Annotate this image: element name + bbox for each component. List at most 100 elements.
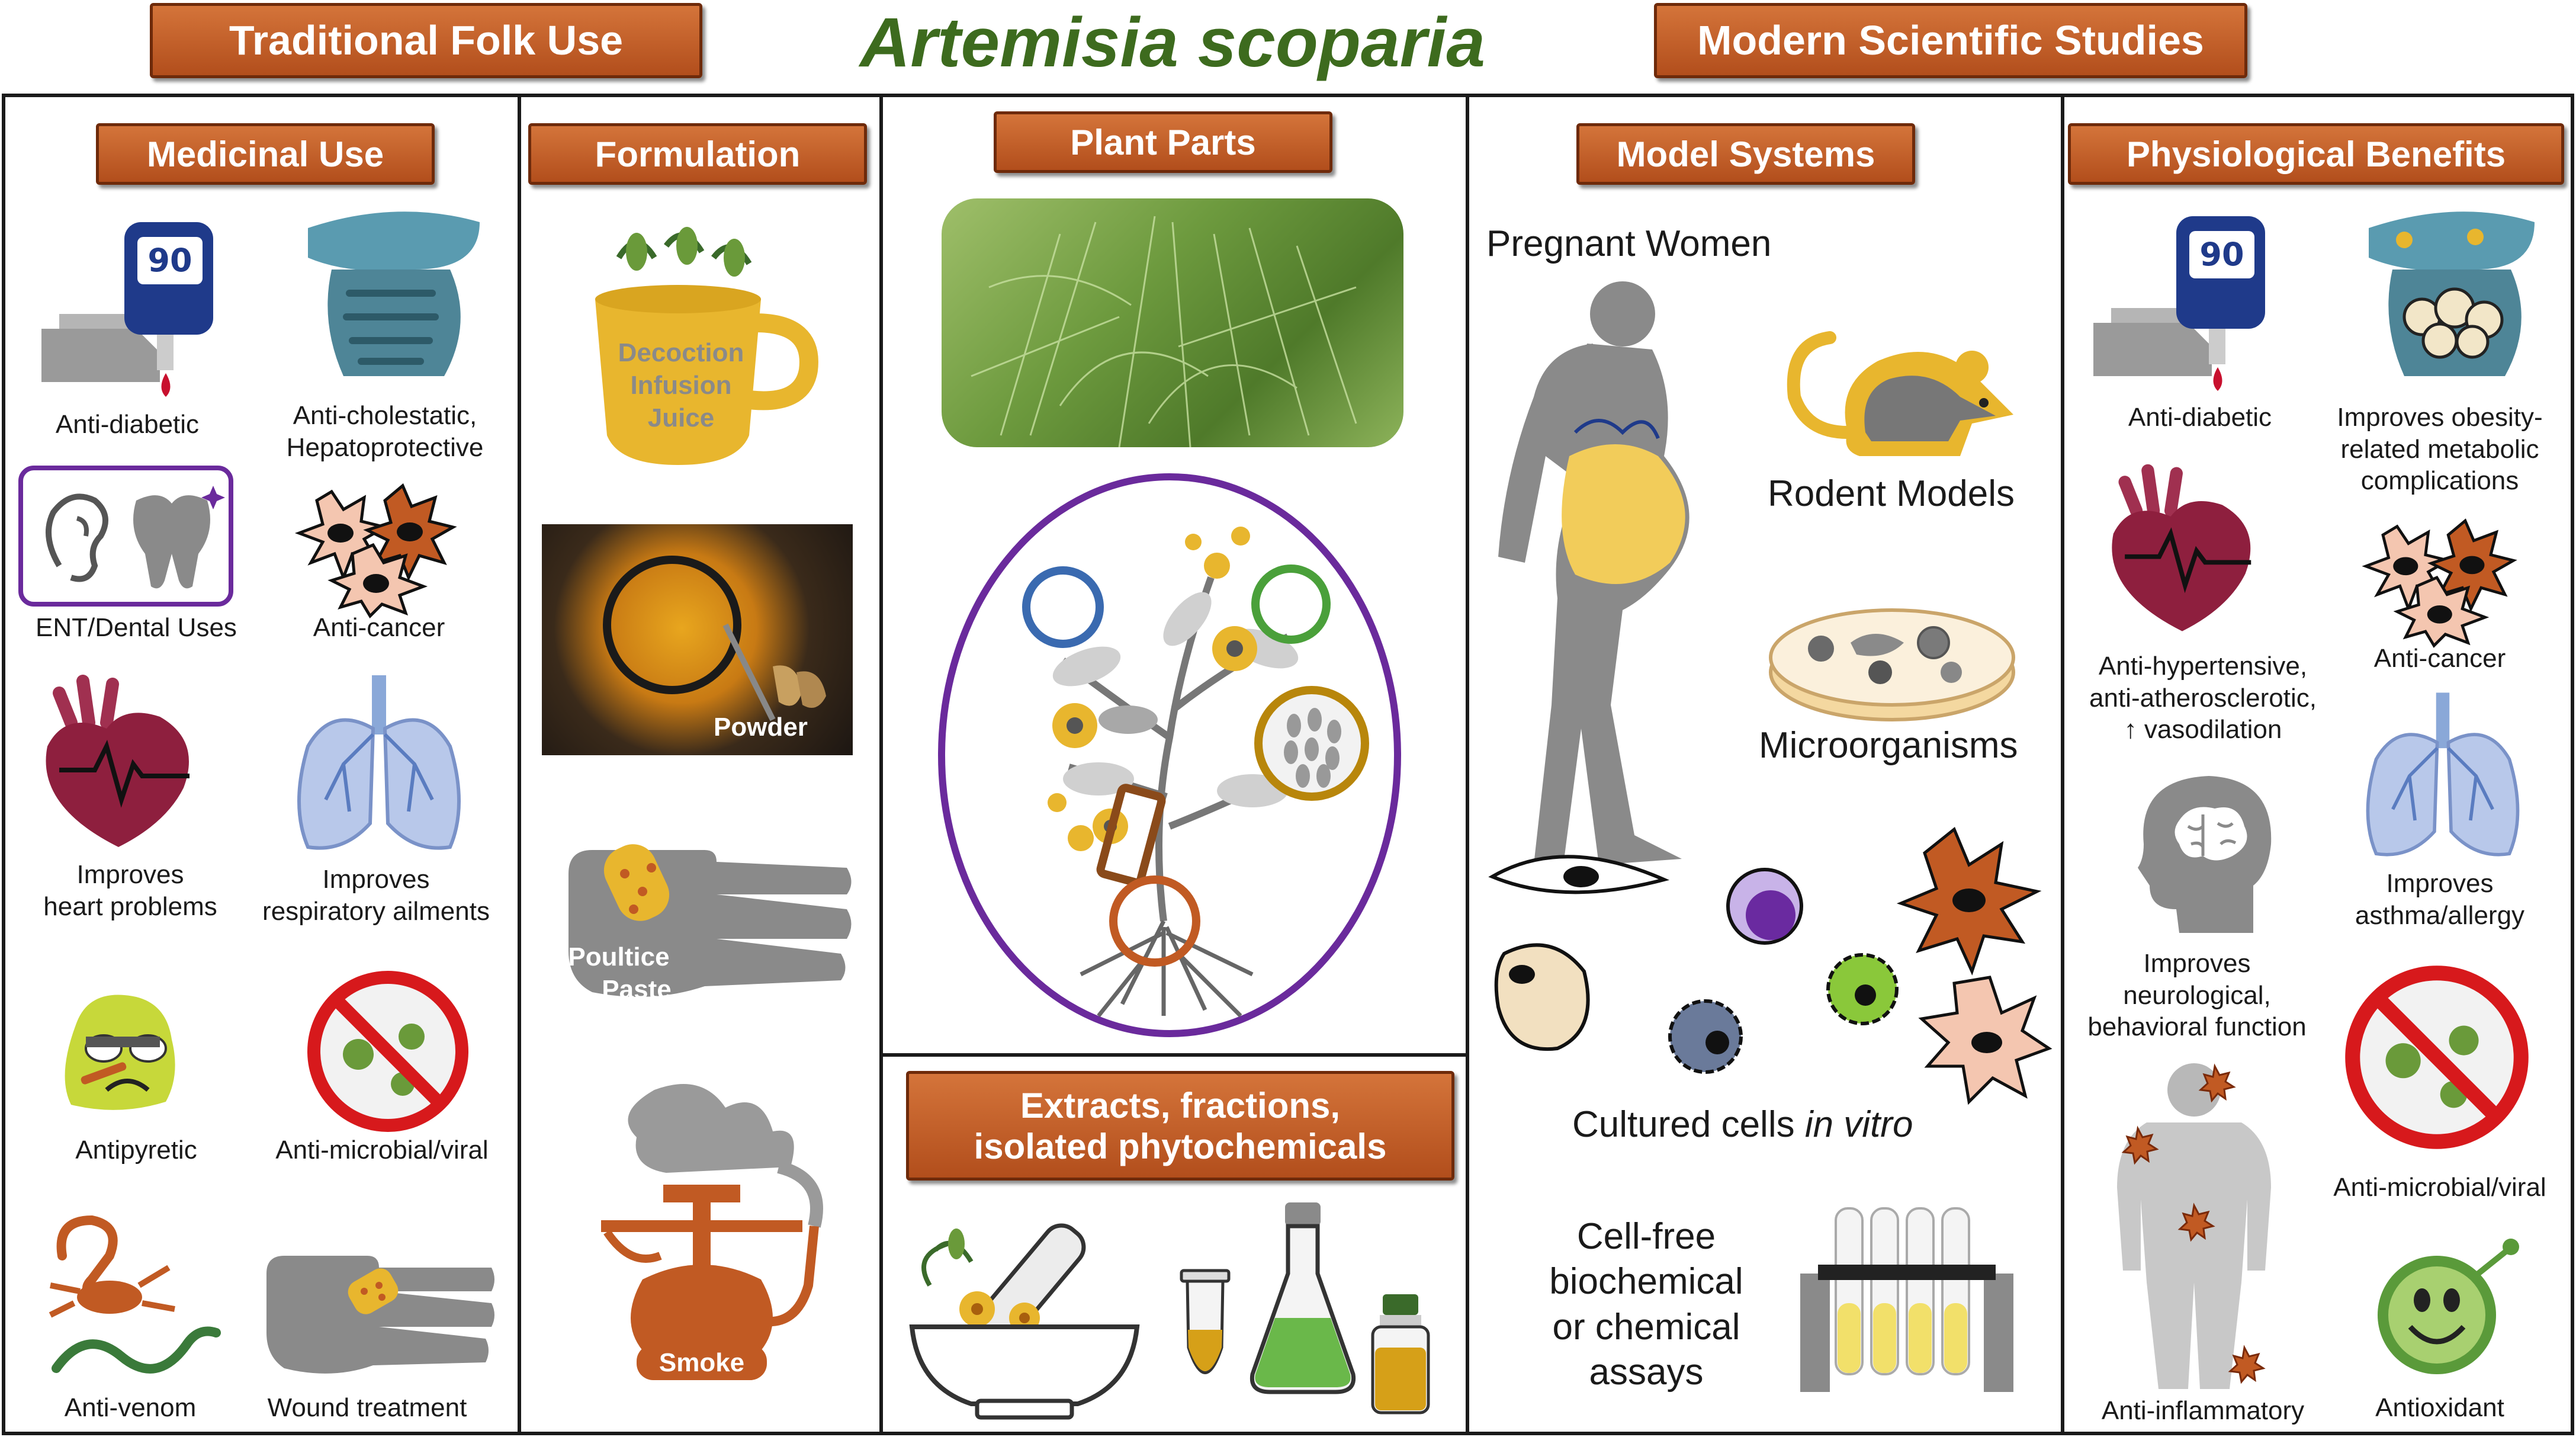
rodent-icon <box>1787 331 2013 456</box>
label-heart-line2: heart problems <box>43 891 217 921</box>
label-microorganisms: Microorganisms <box>1759 725 2018 766</box>
label-anti-diabetic: Anti-diabetic <box>55 410 200 439</box>
label-ent-dental: ENT/Dental Uses <box>36 613 237 642</box>
cancer-cells-icon <box>294 483 457 619</box>
banner-modern-scientific-studies: Modern Scientific Studies <box>1654 3 2247 78</box>
mortar-pestle-icon <box>909 1223 1140 1420</box>
label-heart-line1: Improves <box>76 860 184 889</box>
label-benefit-antioxidant: Antioxidant <box>2375 1393 2504 1422</box>
hyper-line2: anti-atherosclerotic, <box>2089 683 2317 713</box>
section-header-plant-parts: Plant Parts <box>994 111 1332 173</box>
cup-text-decoction: Decoction <box>618 338 744 367</box>
obesity-line3: complications <box>2360 466 2519 496</box>
cup-icon: Decoction Infusion Juice <box>595 227 818 465</box>
bottle-icon <box>1371 1294 1430 1414</box>
poultice-text: Poultice <box>568 942 669 971</box>
asthma-line2: asthma/allergy <box>2355 900 2525 930</box>
label-anti-cholestatic: Anti-cholestatic, Hepatoprotective <box>266 400 503 463</box>
benefit-cancer-cells-icon <box>2362 518 2517 648</box>
cultured-italic: in vitro <box>1804 1104 1913 1145</box>
smoke-text: Smoke <box>659 1348 744 1377</box>
label-cultured-cells: Cultured cells in vitro <box>1572 1102 1913 1148</box>
no-microbes-icon <box>307 971 468 1132</box>
label-benefit-hypertensive: Anti-hypertensive, anti-atherosclerotic,… <box>2079 650 2327 746</box>
sick-face-icon <box>65 995 175 1110</box>
label-benefit-neuro: Improves neurological, behavioral functi… <box>2073 948 2321 1043</box>
label-improves-respiratory: Improves respiratory ailments <box>249 864 503 927</box>
label-benefit-anti-cancer: Anti-cancer <box>2373 644 2506 673</box>
neuro-line3: behavioral function <box>2087 1012 2307 1042</box>
page-title: Artemisia scoparia <box>860 4 1485 82</box>
benefit-glucometer-icon: 90 <box>2093 216 2265 391</box>
plant-parts-diagram <box>938 473 1401 1037</box>
hyper-line3: ↑ vasodilation <box>2124 715 2282 745</box>
plant-photo <box>942 198 1403 447</box>
cellfree-line3: or chemical <box>1552 1306 1740 1348</box>
label-wound-treatment: Wound treatment <box>267 1393 467 1422</box>
hand-wound-icon <box>266 1256 494 1374</box>
label-anti-venom: Anti-venom <box>64 1393 197 1422</box>
scorpion-snake-icon <box>49 1215 221 1374</box>
benefit-obesity-icon <box>2369 211 2535 376</box>
antioxidant-icon <box>2378 1239 2519 1374</box>
label-improves-heart: Improves heart problems <box>12 859 249 922</box>
hookah-smoke-icon: Smoke <box>601 1084 823 1380</box>
liver-intestine-icon <box>308 211 480 376</box>
label-resp-line2: respiratory ailments <box>262 896 490 926</box>
benefit-no-microbes-icon <box>2345 966 2529 1149</box>
section-header-physiological-benefits: Physiological Benefits <box>2068 123 2564 185</box>
cultured-cells-icon <box>1488 826 2053 1105</box>
paste-text: Paste <box>602 975 671 1004</box>
label-pregnant-women: Pregnant Women <box>1486 223 1772 264</box>
obesity-line2: related metabolic <box>2340 434 2539 464</box>
label-rodent-models: Rodent Models <box>1768 473 2015 514</box>
section-header-medicinal-use: Medicinal Use <box>96 123 435 185</box>
hyper-line1: Anti-hypertensive, <box>2098 652 2308 681</box>
benefit-heart-icon <box>2112 464 2251 631</box>
glucometer-icon: 90 <box>41 222 213 397</box>
hand-poultice-icon: Poultice Paste <box>568 844 852 1004</box>
neuro-line1: Improves <box>2143 949 2251 978</box>
label-benefit-anti-microbial: Anti-microbial/viral <box>2333 1173 2546 1202</box>
petri-dish-icon <box>1769 608 2015 721</box>
ear-tooth-icon <box>18 466 233 607</box>
cup-text-infusion: Infusion <box>630 371 731 400</box>
pregnant-woman-icon <box>1498 281 1690 865</box>
label-benefit-asthma: Improves asthma/allergy <box>2321 868 2558 931</box>
label-cell-free: Cell-free biochemical or chemical assays <box>1528 1214 1765 1395</box>
label-benefit-anti-diabetic: Anti-diabetic <box>2128 403 2272 432</box>
label-anti-cholestatic-line2: Hepatoprotective <box>286 432 484 462</box>
extracts-line-2: isolated phytochemicals <box>974 1126 1387 1166</box>
label-resp-line1: Improves <box>322 865 430 894</box>
banner-traditional-folk-use: Traditional Folk Use <box>150 3 702 78</box>
label-benefit-anti-inflammatory: Anti-inflammatory <box>2101 1396 2305 1425</box>
brain-head-icon <box>2138 776 2272 933</box>
benefit-glucometer-reading: 90 <box>2199 236 2244 273</box>
test-tube-rack-icon <box>1800 1207 2013 1392</box>
benefit-lungs-icon <box>2366 692 2520 857</box>
cellfree-line1: Cell-free <box>1576 1216 1716 1257</box>
glucometer-reading: 90 <box>147 242 192 279</box>
cultured-prefix: Cultured cells <box>1572 1104 1805 1145</box>
asthma-line1: Improves <box>2386 869 2494 898</box>
heart-icon <box>46 675 189 847</box>
label-anti-cancer: Anti-cancer <box>313 613 445 642</box>
cellfree-line4: assays <box>1589 1351 1704 1393</box>
neuro-line2: neurological, <box>2123 980 2271 1010</box>
extracts-line-1: Extracts, fractions, <box>1020 1085 1341 1125</box>
label-anti-cholestatic-line1: Anti-cholestatic, <box>293 401 477 430</box>
lungs-icon <box>297 675 461 850</box>
cellfree-line2: biochemical <box>1549 1261 1743 1303</box>
obesity-line1: Improves obesity- <box>2337 403 2543 432</box>
section-header-extracts: Extracts, fractions, isolated phytochemi… <box>906 1071 1454 1181</box>
section-header-model-systems: Model Systems <box>1576 123 1915 185</box>
test-tube-icon <box>1180 1269 1231 1374</box>
cup-text-juice: Juice <box>648 403 715 432</box>
label-antipyretic: Antipyretic <box>75 1136 197 1165</box>
flask-icon <box>1250 1202 1356 1394</box>
powder-label: Powder <box>714 713 808 742</box>
inflamed-body-icon <box>2117 1063 2271 1389</box>
label-benefit-obesity: Improves obesity- related metabolic comp… <box>2321 402 2558 497</box>
powder-photo: Powder <box>542 524 853 755</box>
section-header-formulation: Formulation <box>528 123 867 185</box>
